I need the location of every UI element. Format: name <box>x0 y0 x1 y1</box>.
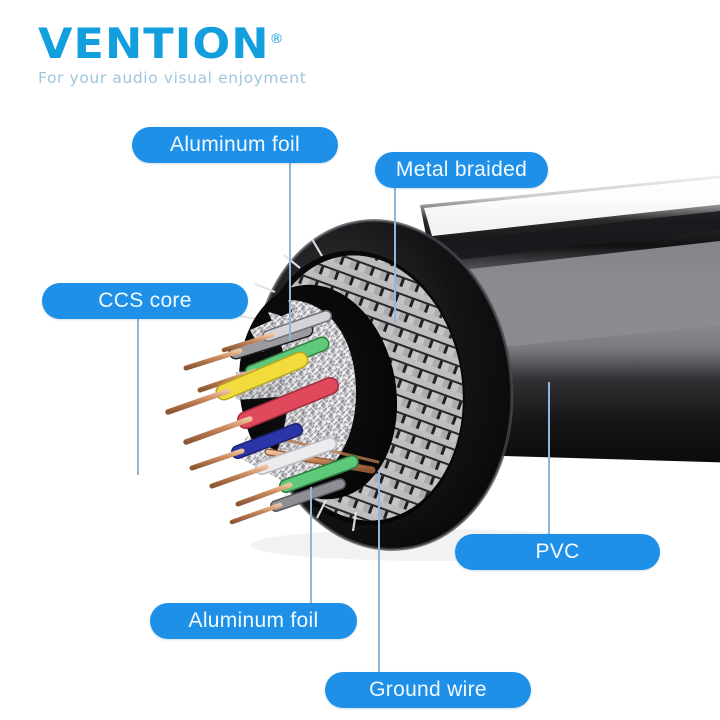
ccs-core-bundle <box>165 310 359 525</box>
core-wire <box>221 310 332 353</box>
label-metal-braided-text: Metal braided <box>395 158 528 181</box>
label-ground-wire-text: Ground wire <box>369 678 487 701</box>
leader-line-aluminum-foil-bottom <box>310 487 312 603</box>
label-aluminum-foil-top[interactable]: Aluminum foil <box>132 127 338 163</box>
brand-logo-block: VENTION® For your audio visual enjoyment <box>38 18 307 88</box>
core-wire <box>209 437 337 489</box>
jacket-mid-grey-band <box>443 241 720 352</box>
label-aluminum-foil-bottom-text: Aluminum foil <box>188 609 319 632</box>
leader-line-aluminum-foil-top <box>289 163 291 341</box>
core-wire <box>189 423 303 471</box>
label-pvc-text: PVC <box>535 540 580 563</box>
label-ground-wire[interactable]: Ground wire <box>325 672 531 708</box>
label-ccs-core-text: CCS core <box>98 289 192 312</box>
label-aluminum-foil-top-text: Aluminum foil <box>170 133 300 156</box>
core-wire <box>235 455 359 507</box>
core-wire <box>229 478 346 525</box>
leader-line-ground-wire <box>378 470 380 672</box>
label-pvc[interactable]: PVC <box>455 534 660 570</box>
jacket-dark-band <box>432 210 720 262</box>
leader-line-metal-braided <box>394 188 396 323</box>
leader-line-pvc <box>548 382 550 534</box>
core-wire <box>183 377 339 445</box>
brand-wordmark: VENTION® <box>38 18 322 66</box>
brand-tagline: For your audio visual enjoyment <box>38 69 307 87</box>
label-aluminum-foil-bottom[interactable]: Aluminum foil <box>150 603 357 639</box>
core-wire <box>165 351 309 415</box>
brand-wordmark-text: VENTION <box>38 19 270 68</box>
leader-line-ccs-core <box>137 318 139 475</box>
jacket-specular-highlight <box>424 178 720 236</box>
label-ccs-core[interactable]: CCS core <box>42 283 248 319</box>
registered-trademark-icon: ® <box>269 32 284 47</box>
label-metal-braided[interactable]: Metal braided <box>375 152 548 188</box>
